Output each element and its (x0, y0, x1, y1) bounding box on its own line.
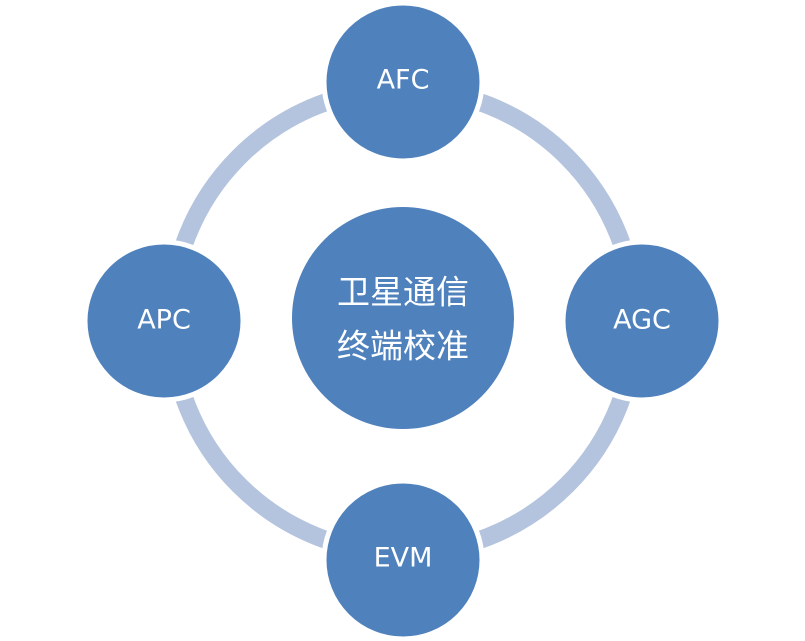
node-top: AFC (321, 0, 485, 164)
node-bottom-label: EVM (374, 543, 433, 574)
node-right: AGC (560, 239, 724, 403)
node-left: APC (82, 239, 246, 403)
node-top-shape (321, 0, 485, 164)
node-bottom-shape (321, 478, 485, 641)
node-top-label: AFC (377, 65, 430, 96)
node-left-label: APC (137, 305, 191, 336)
node-right-label: AGC (613, 305, 671, 336)
center-node: 卫星通信 终端校准 (288, 203, 518, 433)
node-bottom: EVM (321, 478, 485, 641)
center-label-line2: 终端校准 (337, 327, 469, 366)
center-node-shape (288, 203, 518, 433)
center-label-line1: 卫星通信 (337, 273, 469, 312)
node-right-shape (560, 239, 724, 403)
node-left-shape (82, 239, 246, 403)
